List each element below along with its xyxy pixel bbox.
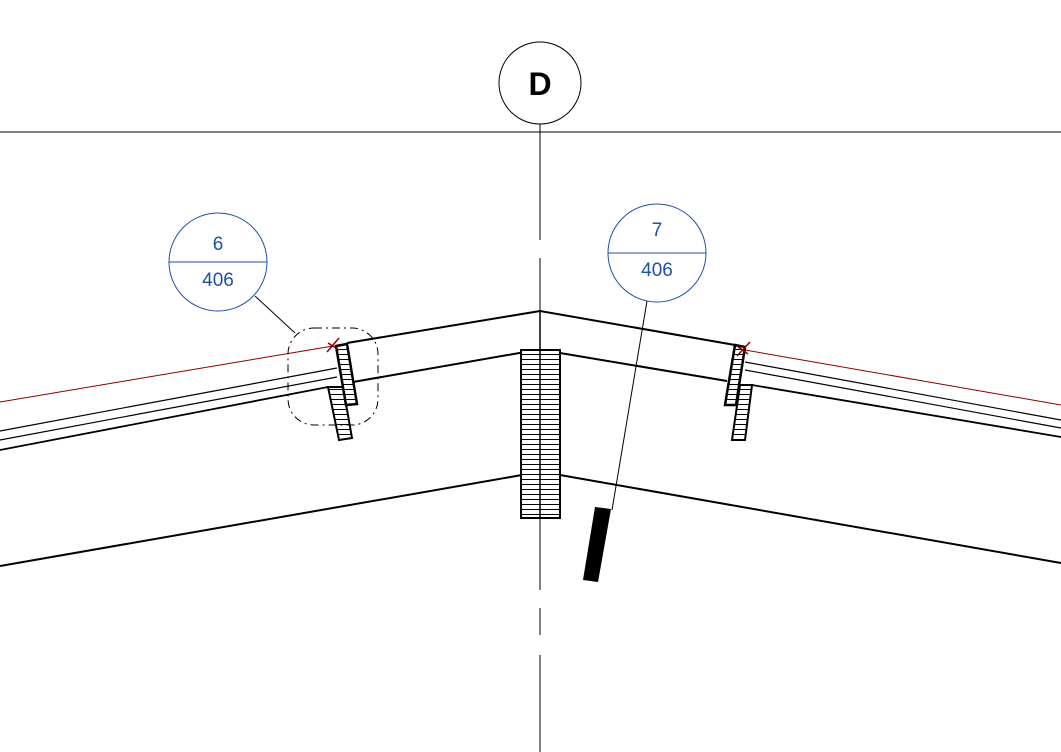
detail-tag-7[interactable]: 7 406 — [607, 203, 707, 303]
detail-tag-6[interactable]: 6 406 — [168, 212, 268, 312]
x-marker-icon — [326, 337, 340, 353]
x-marker-icon — [736, 341, 751, 357]
solid-member[interactable] — [583, 507, 611, 582]
rafter-left[interactable] — [0, 367, 338, 451]
grid-bubble-d[interactable]: D — [498, 41, 582, 125]
ridge-column[interactable] — [520, 349, 561, 519]
tag-sheet: 406 — [202, 270, 234, 291]
lower-beam[interactable] — [0, 474, 1061, 567]
tag-number: 6 — [213, 234, 224, 255]
purlin-right[interactable] — [723, 343, 754, 441]
tag-leader — [254, 295, 296, 334]
grid-label: D — [528, 66, 551, 102]
callout-region[interactable] — [287, 327, 379, 426]
reference-line — [0, 345, 1061, 406]
tag-number: 7 — [652, 220, 663, 241]
ridge-beam[interactable] — [346, 309, 736, 383]
rafter-right[interactable] — [744, 361, 1061, 438]
purlin-left[interactable] — [326, 342, 359, 442]
tag-sheet: 406 — [641, 260, 673, 281]
tag-leader — [611, 300, 648, 511]
